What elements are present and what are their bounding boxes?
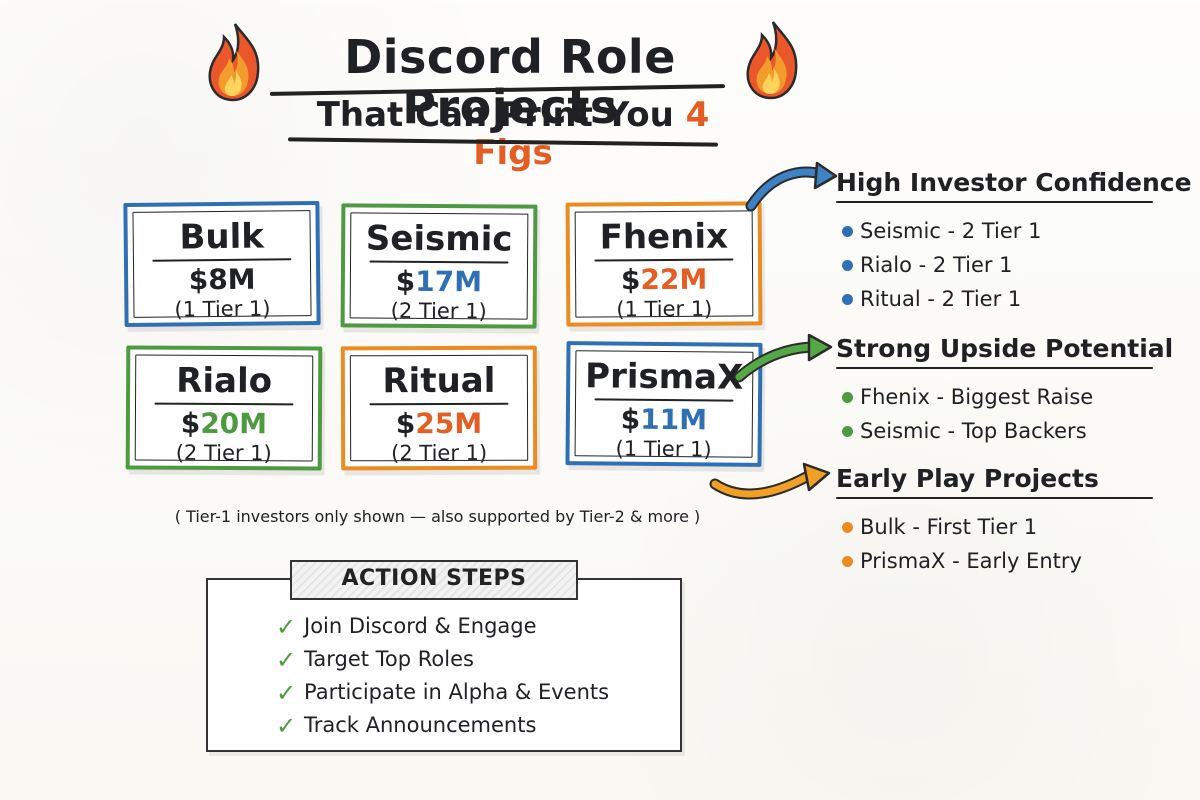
action-step-item: ✓ Join Discord & Engage bbox=[276, 610, 636, 643]
side-group-heading: Early Play Projects bbox=[836, 464, 1166, 499]
side-group-list: Bulk - First Tier 1 PrismaX - Early Entr… bbox=[836, 510, 1166, 578]
project-name: PrismaX bbox=[570, 356, 758, 397]
action-step-text: Participate in Alpha & Events bbox=[304, 680, 610, 704]
raise-amount: 22M bbox=[640, 262, 708, 297]
project-name: Ritual bbox=[345, 361, 533, 401]
list-item-text: Seismic - Top Backers bbox=[860, 419, 1087, 443]
check-icon: ✓ bbox=[276, 712, 297, 740]
bullet-icon bbox=[842, 392, 853, 403]
fire-icon bbox=[746, 21, 798, 100]
project-raise: $25M bbox=[345, 406, 533, 441]
tier-count: (2 Tier 1) bbox=[175, 440, 272, 466]
list-item: Rialo - 2 Tier 1 bbox=[836, 248, 1166, 282]
list-item: Seismic - Top Backers bbox=[836, 414, 1166, 448]
bullet-icon bbox=[842, 294, 853, 305]
project-grid: Bulk $8M (1 Tier 1) Seismic $17M (2 Tier… bbox=[120, 198, 780, 478]
list-item: Seismic - 2 Tier 1 bbox=[836, 214, 1166, 248]
action-step-item: ✓ Target Top Roles bbox=[276, 643, 636, 676]
action-step-text: Track Announcements bbox=[304, 713, 537, 737]
project-card-seismic: Seismic $17M (2 Tier 1) bbox=[340, 203, 538, 329]
action-steps-title: ACTION STEPS bbox=[290, 560, 578, 600]
arrow-icon bbox=[733, 333, 833, 383]
action-steps-box: ACTION STEPS ✓ Join Discord & Engage ✓ Tar… bbox=[206, 560, 682, 752]
bullet-icon bbox=[842, 522, 853, 533]
action-step-text: Join Discord & Engage bbox=[304, 614, 537, 638]
fire-icon bbox=[208, 23, 260, 102]
project-card-bulk: Bulk $8M (1 Tier 1) bbox=[123, 200, 321, 328]
list-item-text: Rialo - 2 Tier 1 bbox=[860, 253, 1013, 277]
project-card-rialo: Rialo $20M (2 Tier 1) bbox=[125, 345, 323, 471]
subtitle-prefix: That Can Print You bbox=[316, 95, 674, 135]
currency-symbol: $ bbox=[188, 263, 209, 297]
tier-count: (1 Tier 1) bbox=[174, 296, 271, 322]
project-raise: $20M bbox=[130, 406, 318, 441]
tier-count: (1 Tier 1) bbox=[616, 296, 713, 322]
bullet-icon bbox=[842, 226, 853, 237]
side-group-strong-upside-potential: Strong Upside Potential Fhenix - Biggest… bbox=[836, 334, 1174, 448]
check-icon: ✓ bbox=[276, 679, 297, 707]
list-item: PrismaX - Early Entry bbox=[836, 544, 1166, 578]
side-group-list: Fhenix - Biggest Raise Seismic - Top Bac… bbox=[836, 380, 1166, 448]
list-item: Fhenix - Biggest Raise bbox=[836, 380, 1166, 414]
bullet-icon bbox=[842, 556, 853, 567]
list-item: Ritual - 2 Tier 1 bbox=[836, 282, 1166, 316]
project-raise: $8M bbox=[128, 263, 316, 297]
check-icon: ✓ bbox=[276, 613, 297, 641]
list-item-text: Seismic - 2 Tier 1 bbox=[860, 219, 1042, 243]
list-item-text: Fhenix - Biggest Raise bbox=[860, 385, 1094, 409]
list-item-text: PrismaX - Early Entry bbox=[860, 549, 1082, 573]
raise-amount: 8M bbox=[208, 262, 256, 297]
currency-symbol: $ bbox=[180, 406, 201, 440]
list-item: Bulk - First Tier 1 bbox=[836, 510, 1166, 544]
investor-note: ( Tier-1 investors only shown — also sup… bbox=[174, 507, 701, 526]
project-name: Seismic bbox=[345, 218, 533, 259]
currency-symbol: $ bbox=[395, 264, 416, 298]
side-group-heading: High Investor Confidence bbox=[836, 168, 1192, 203]
raise-amount: 20M bbox=[200, 406, 268, 441]
tier-count: (2 Tier 1) bbox=[390, 298, 487, 324]
page-subtitle: That Can Print You 4 Figs bbox=[283, 96, 743, 172]
project-raise: $17M bbox=[345, 264, 533, 299]
check-icon: ✓ bbox=[276, 646, 297, 674]
project-card-prismax: PrismaX $11M (1 Tier 1) bbox=[565, 341, 763, 467]
action-step-text: Target Top Roles bbox=[304, 647, 474, 671]
currency-symbol: $ bbox=[395, 407, 416, 441]
currency-symbol: $ bbox=[620, 402, 641, 436]
project-name: Rialo bbox=[130, 361, 318, 402]
project-raise: $11M bbox=[570, 403, 758, 437]
raise-amount: 17M bbox=[415, 264, 483, 299]
side-group-list: Seismic - 2 Tier 1 Rialo - 2 Tier 1 Ritu… bbox=[836, 214, 1166, 316]
currency-symbol: $ bbox=[620, 263, 641, 297]
title-area: Discord Role Projects That Can Print You… bbox=[200, 18, 820, 172]
list-item-text: Ritual - 2 Tier 1 bbox=[860, 287, 1022, 311]
raise-amount: 11M bbox=[640, 402, 708, 437]
arrow-icon bbox=[709, 462, 831, 500]
project-name: Bulk bbox=[128, 217, 316, 258]
action-step-item: ✓ Track Announcements bbox=[276, 709, 636, 742]
bullet-icon bbox=[842, 426, 853, 437]
project-card-fhenix: Fhenix $22M (1 Tier 1) bbox=[565, 201, 763, 327]
tier-count: (2 Tier 1) bbox=[391, 440, 488, 466]
side-group-heading: Strong Upside Potential bbox=[836, 334, 1174, 369]
side-group-early-play-projects: Early Play Projects Bulk - First Tier 1 … bbox=[836, 464, 1166, 578]
project-card-ritual: Ritual $25M (2 Tier 1) bbox=[340, 345, 538, 471]
project-name: Fhenix bbox=[570, 217, 758, 258]
list-item-text: Bulk - First Tier 1 bbox=[860, 515, 1038, 539]
action-steps-list: ✓ Join Discord & Engage ✓ Target Top Roles… bbox=[276, 610, 636, 742]
action-step-item: ✓ Participate in Alpha & Events bbox=[276, 676, 636, 709]
arrow-icon bbox=[745, 161, 838, 212]
project-raise: $22M bbox=[570, 262, 758, 297]
bullet-icon bbox=[842, 260, 853, 271]
side-group-high-investor-confidence: High Investor Confidence Seismic - 2 Tie… bbox=[836, 168, 1192, 316]
raise-amount: 25M bbox=[415, 406, 483, 441]
